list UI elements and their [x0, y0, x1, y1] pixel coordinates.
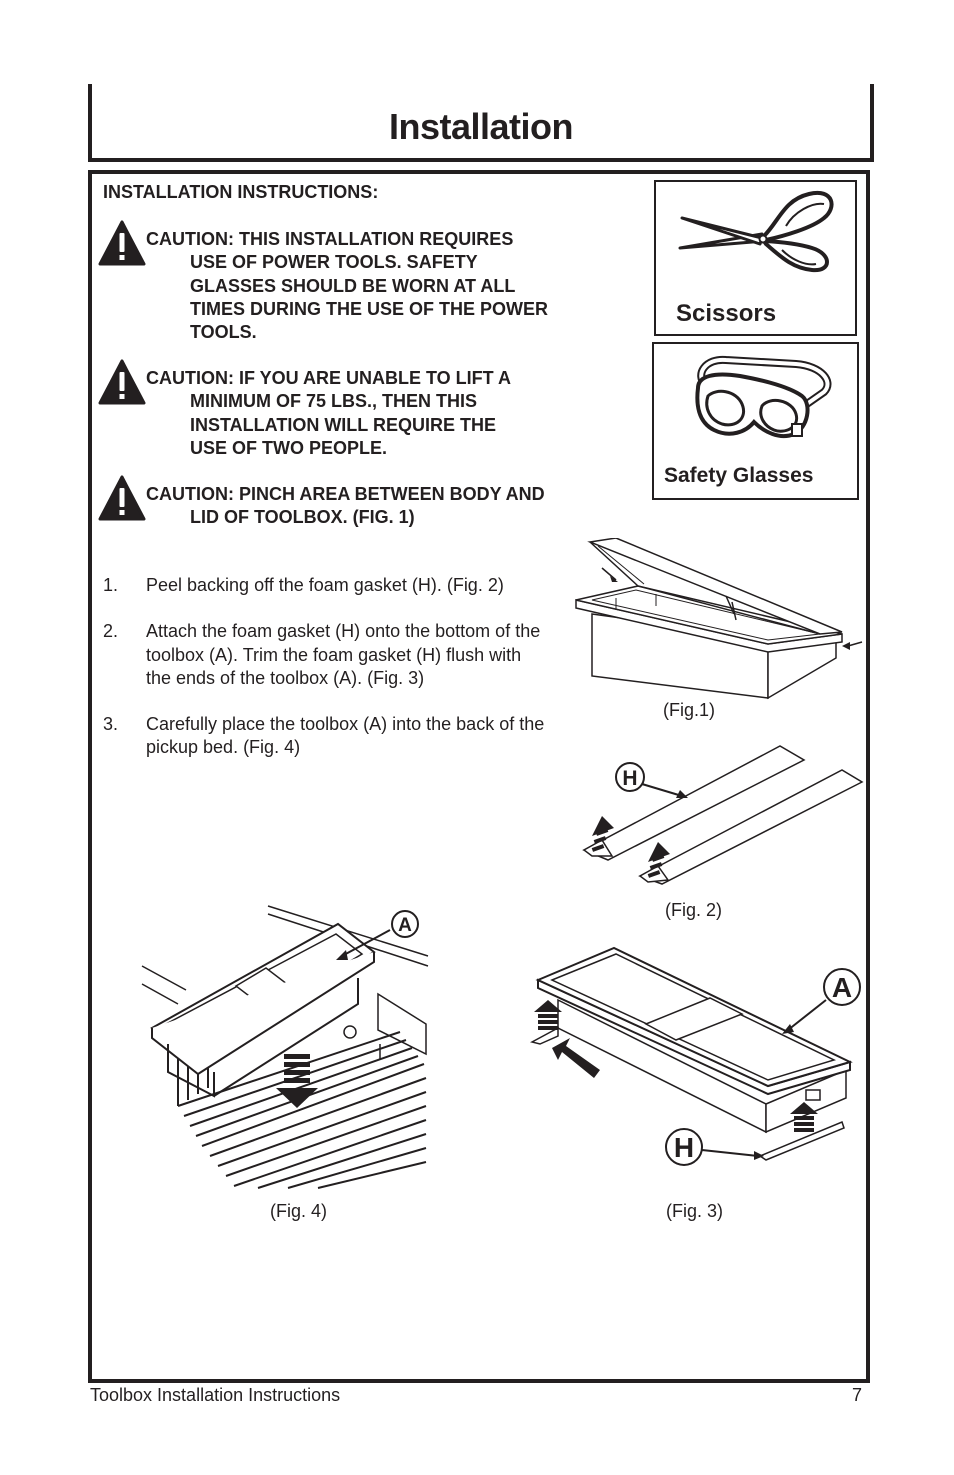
caution-3-line: LID OF TOOLBOX. (FIG. 1) — [190, 507, 415, 528]
footer-document-title: Toolbox Installation Instructions — [90, 1385, 341, 1405]
step-text: Carefully place the toolbox (A) into the… — [146, 714, 545, 735]
figure-4-toolbox-in-bed: A — [141, 905, 429, 1189]
step-item: 1. Peel backing off the foam gasket (H).… — [103, 574, 583, 597]
figure-3-part-a: A — [832, 972, 852, 1003]
step-text: Attach the foam gasket (H) onto the bott… — [146, 621, 541, 642]
warning-triangle-icon — [98, 359, 146, 405]
safety-glasses-panel: Safety Glasses — [652, 342, 859, 500]
step-text: toolbox (A). Trim the foam gasket (H) fl… — [146, 644, 522, 665]
caution-2-line: MINIMUM OF 75 LBS., THEN THIS — [190, 391, 478, 412]
step-text: the ends of the toolbox (A). (Fig. 3) — [146, 667, 425, 688]
caution-1-line: TOOLS. — [190, 322, 257, 343]
caution-1-line: GLASSES SHOULD BE WORN AT ALL — [190, 275, 516, 296]
caution-3: CAUTION: PINCH AREA BETWEEN BODY AND LID… — [98, 475, 588, 530]
caution-1-lead: CAUTION: THIS INSTALLATION REQUIRES — [146, 229, 514, 249]
figure-2-foam-gasket: H — [582, 745, 864, 885]
title-box: Installation — [88, 84, 874, 162]
page-title: Installation — [388, 106, 574, 147]
step-number: 2. — [103, 621, 119, 642]
caution-2-line: USE OF TWO PEOPLE. — [190, 437, 388, 458]
caution-1: CAUTION: THIS INSTALLATION REQUIRES USE … — [98, 220, 588, 344]
figure-3-toolbox-gasket: A H — [530, 946, 861, 1166]
caution-1-line: TIMES DURING THE USE OF THE POWER — [190, 298, 549, 319]
caution-1-line: USE OF POWER TOOLS. SAFETY — [190, 252, 478, 273]
steps-list: 1. Peel backing off the foam gasket (H).… — [103, 574, 583, 783]
caution-2: CAUTION: IF YOU ARE UNABLE TO LIFT A MIN… — [98, 359, 588, 460]
step-number: 1. — [103, 575, 119, 595]
caution-2-line: INSTALLATION WILL REQUIRE THE — [190, 414, 496, 435]
figure-3-caption: (Fig. 3) — [666, 1201, 724, 1221]
figure-3-part-h: H — [674, 1132, 694, 1163]
step-text: pickup bed. (Fig. 4) — [146, 737, 301, 758]
figure-4-part-a: A — [398, 915, 412, 936]
figure-1-open-toolbox — [575, 538, 863, 700]
figure-2-part-h: H — [622, 767, 637, 790]
step-text: Peel backing off the foam gasket (H). (F… — [146, 575, 504, 595]
figure-1-caption: (Fig.1) — [663, 700, 716, 720]
content-box — [88, 170, 870, 1383]
step-number: 3. — [103, 714, 119, 735]
step-item: 3. Carefully place the toolbox (A) into … — [103, 713, 583, 760]
caution-3-lead: CAUTION: PINCH AREA BETWEEN BODY AND — [146, 484, 545, 504]
warning-triangle-icon — [98, 475, 146, 521]
safety-glasses-icon — [695, 355, 832, 439]
figure-4-caption: (Fig. 4) — [270, 1201, 328, 1221]
scissors-icon — [678, 190, 834, 273]
page-number: 7 — [852, 1385, 863, 1405]
safety-glasses-label: Safety Glasses — [664, 464, 814, 487]
scissors-panel: Scissors — [654, 180, 857, 336]
scissors-label: Scissors — [676, 300, 777, 327]
figure-2-caption: (Fig. 2) — [665, 900, 723, 920]
caution-2-lead: CAUTION: IF YOU ARE UNABLE TO LIFT A — [146, 368, 511, 388]
step-item: 2. Attach the foam gasket (H) onto the b… — [103, 620, 583, 690]
warning-triangle-icon — [98, 220, 146, 266]
instructions-heading: INSTALLATION INSTRUCTIONS: — [103, 182, 379, 202]
